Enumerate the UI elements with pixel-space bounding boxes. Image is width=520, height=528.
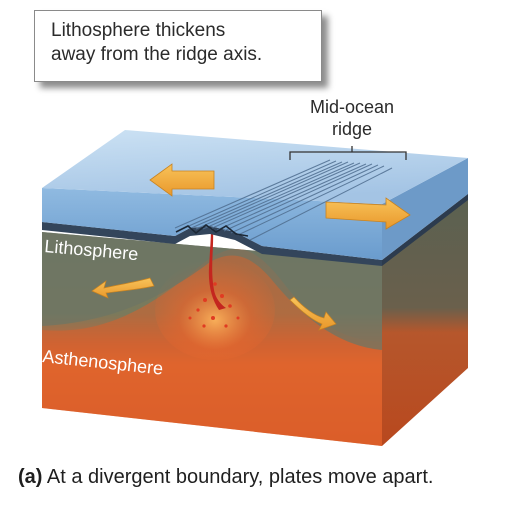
oceanic-crust-side <box>382 194 468 266</box>
ocean-front-face <box>42 188 382 260</box>
ridge-label-line-1: Mid-ocean <box>309 97 395 117</box>
mid-ocean-ridge-label: Mid-ocean ridge <box>296 96 408 140</box>
convection-arrow-right <box>289 296 337 331</box>
magma-speckles <box>188 282 240 328</box>
lithosphere-band <box>42 232 382 350</box>
callout-box: Lithosphere thickens away from the ridge… <box>34 10 322 82</box>
hot-zone <box>155 260 275 360</box>
callout-line-2: away from the ridge axis. <box>51 44 263 65</box>
ridge-label-line-2: ridge <box>331 119 373 139</box>
figure-caption: (a) At a divergent boundary, plates move… <box>18 463 508 492</box>
caption-text: At a divergent boundary, plates move apa… <box>42 466 434 488</box>
ridge-offset-zigzag <box>175 224 249 237</box>
ocean-side-face <box>382 158 468 260</box>
convection-arrow-left <box>91 277 155 299</box>
caption-part-label: (a) <box>18 466 43 488</box>
magma-conduit <box>208 228 226 310</box>
block-side-face <box>382 194 468 446</box>
oceanic-crust-front <box>42 222 382 266</box>
ocean-surface <box>42 130 468 204</box>
ridge-bracket <box>289 146 407 160</box>
ridge-crest-lines <box>174 159 393 241</box>
callout-line-1: Lithosphere thickens <box>51 20 226 41</box>
plate-motion-arrow-right <box>325 197 411 230</box>
plate-motion-arrow-left <box>149 163 215 197</box>
